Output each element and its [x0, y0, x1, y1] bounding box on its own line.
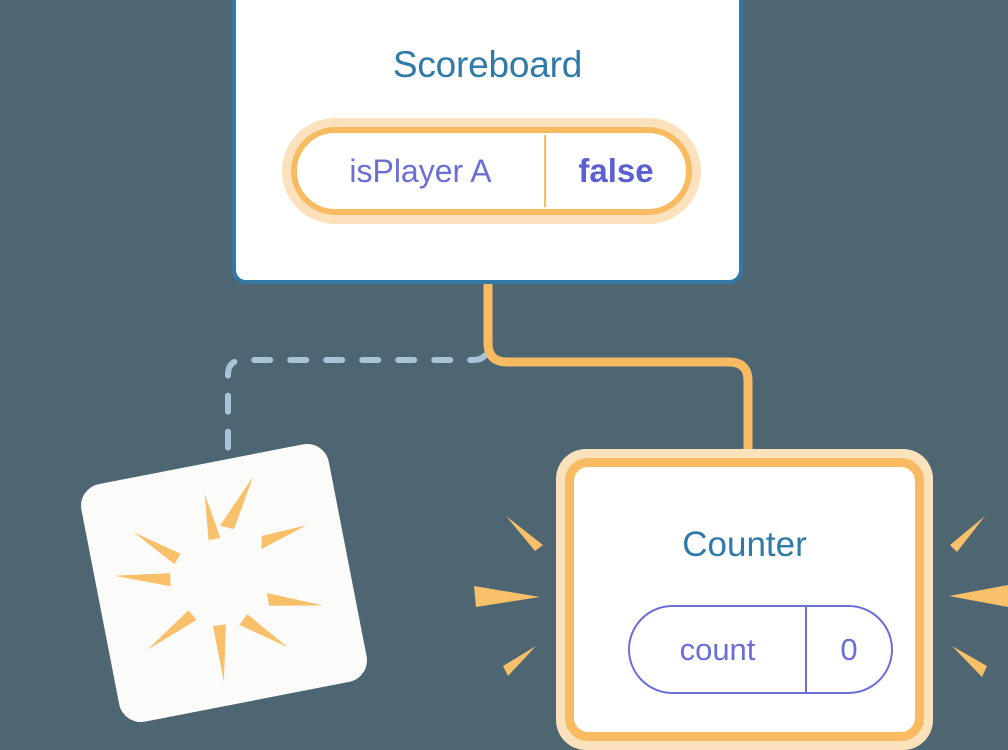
blank-card[interactable]	[77, 440, 371, 726]
node-counter-inner: Counter count 0	[565, 458, 924, 741]
burst-rays-right	[949, 516, 1008, 677]
burst-ray	[266, 593, 324, 606]
burst-ray	[114, 573, 171, 587]
counter-property-pill[interactable]: count 0	[628, 605, 893, 694]
burst-ray	[952, 646, 987, 677]
counter-property-value: 0	[840, 631, 858, 667]
burst-ray	[239, 614, 288, 648]
burst-ray	[950, 516, 985, 552]
burst-ray	[212, 624, 226, 682]
burst-ray	[219, 476, 254, 530]
connector-scoreboard-to-counter	[483, 282, 753, 458]
burst-ray	[147, 610, 197, 650]
counter-title: Counter	[682, 525, 807, 564]
scoreboard-property-pill[interactable]: isPlayer A false	[282, 118, 701, 224]
scoreboard-property-value: false	[578, 152, 654, 189]
node-scoreboard[interactable]: Scoreboard isPlayer A false	[232, 0, 743, 284]
burst-ray	[474, 586, 540, 607]
counter-property-key: count	[679, 631, 756, 667]
burst-ray	[261, 525, 307, 550]
burst-ray	[204, 494, 221, 541]
burst-ray	[503, 646, 536, 676]
scoreboard-title: Scoreboard	[392, 44, 583, 85]
burst-rays-blank-card	[114, 476, 324, 682]
burst-rays-left	[474, 516, 543, 676]
burst-ray	[949, 585, 1008, 607]
pill-divider	[544, 135, 546, 207]
burst-ray	[133, 532, 181, 565]
pill-divider	[805, 607, 807, 692]
scoreboard-property-pill-inner: isPlayer A false	[291, 127, 692, 215]
burst-ray	[506, 516, 543, 551]
node-counter[interactable]: Counter count 0	[556, 449, 933, 750]
scoreboard-property-key: isPlayer A	[349, 152, 492, 189]
